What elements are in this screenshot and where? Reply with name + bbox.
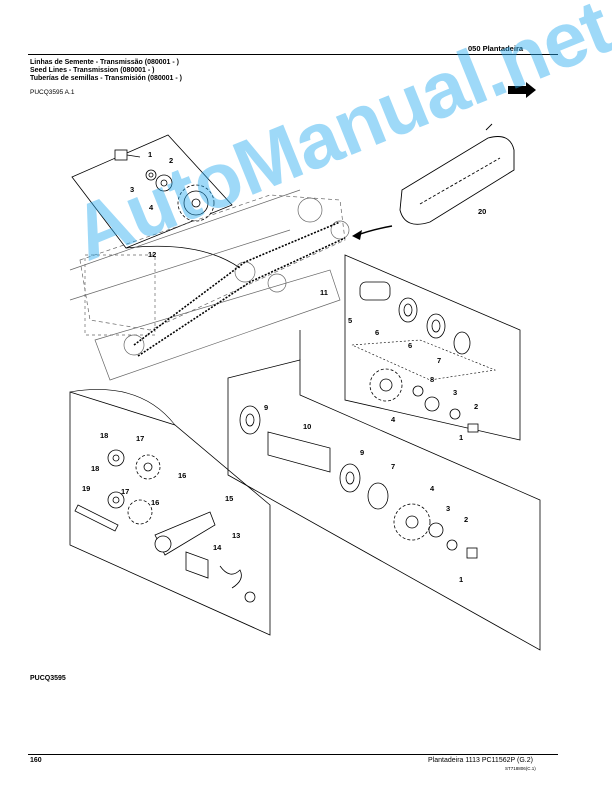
- svg-text:19: 19: [82, 484, 90, 493]
- svg-text:2: 2: [169, 156, 173, 165]
- svg-text:2: 2: [474, 402, 478, 411]
- figure-code: PUCQ3595: [30, 675, 66, 682]
- svg-text:5: 5: [348, 316, 352, 325]
- svg-text:3: 3: [453, 388, 457, 397]
- page-number: 160: [30, 757, 42, 764]
- svg-text:12: 12: [148, 250, 156, 259]
- svg-text:9: 9: [360, 448, 364, 457]
- document-info: Plantadeira 1113 PC11562P (G.2): [428, 757, 533, 764]
- svg-text:20: 20: [478, 207, 486, 216]
- document-code: ST718806(C.1): [505, 766, 536, 771]
- svg-text:3: 3: [446, 504, 450, 513]
- svg-text:16: 16: [178, 471, 186, 480]
- header-rule: [28, 54, 558, 55]
- svg-text:17: 17: [121, 487, 129, 496]
- svg-text:1: 1: [459, 575, 463, 584]
- svg-text:18: 18: [100, 431, 108, 440]
- svg-text:1: 1: [148, 150, 152, 159]
- svg-text:4: 4: [430, 484, 435, 493]
- svg-text:3: 3: [130, 185, 134, 194]
- title-english: Seed Lines - Transmission (080001 - ): [30, 67, 155, 74]
- svg-text:15: 15: [225, 494, 233, 503]
- svg-text:1: 1: [459, 433, 463, 442]
- svg-text:16: 16: [151, 498, 159, 507]
- svg-text:4: 4: [149, 203, 154, 212]
- title-spanish: Tuberías de semillas - Transmisión (0800…: [30, 75, 182, 82]
- svg-text:6: 6: [408, 341, 412, 350]
- svg-text:7: 7: [391, 462, 395, 471]
- svg-text:18: 18: [91, 464, 99, 473]
- svg-text:2: 2: [464, 515, 468, 524]
- svg-text:6: 6: [375, 328, 379, 337]
- svg-text:4: 4: [391, 415, 396, 424]
- svg-text:9: 9: [264, 403, 268, 412]
- svg-text:17: 17: [136, 434, 144, 443]
- svg-text:11: 11: [320, 288, 328, 297]
- direction-arrow-icon: [508, 82, 536, 98]
- svg-text:8: 8: [430, 375, 434, 384]
- figure-reference: PUCQ3595 A.1: [30, 89, 75, 96]
- svg-text:14: 14: [213, 543, 222, 552]
- svg-text:10: 10: [303, 422, 311, 431]
- svg-text:13: 13: [232, 531, 240, 540]
- title-portuguese: Linhas de Semente - Transmissão (080001 …: [30, 59, 180, 66]
- footer-rule: [28, 754, 558, 755]
- svg-text:7: 7: [437, 356, 441, 365]
- section-label: 050 Plantadeira: [468, 44, 524, 53]
